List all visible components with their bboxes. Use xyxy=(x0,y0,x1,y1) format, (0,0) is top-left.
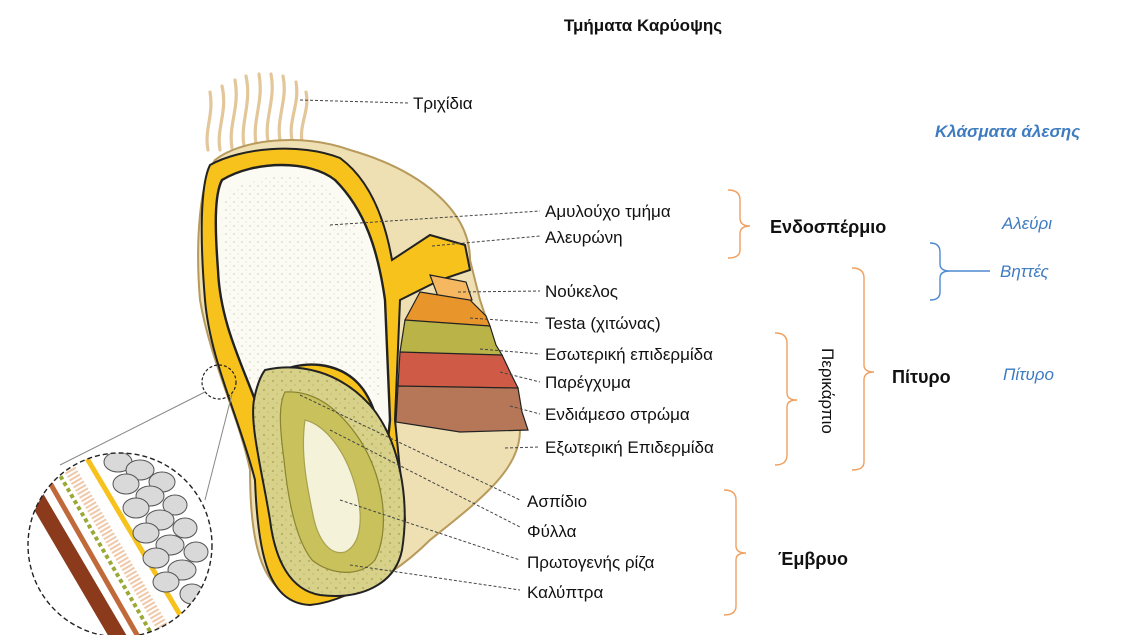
label-aleurone: Αλευρώνη xyxy=(545,228,623,247)
group-endosperm: Ενδοσπέρμιο xyxy=(770,217,886,237)
group-bran: Πίτυρο xyxy=(892,367,951,387)
label-root-cap: Καλύπτρα xyxy=(527,583,603,602)
milling-bran: Πίτυρο xyxy=(1003,365,1054,384)
label-parenchyma: Παρέγχυμα xyxy=(545,373,631,392)
label-outer-epidermis: Εξωτερική Επιδερμίδα xyxy=(545,438,714,457)
label-starchy-endosperm: Αμυλούχο τμήμα xyxy=(545,202,671,221)
hairs-illustration xyxy=(207,74,307,150)
label-leaves: Φύλλα xyxy=(527,522,577,541)
milling-heading: Κλάσματα άλεσης xyxy=(935,122,1080,141)
label-inner-epidermis: Εσωτερική επιδερμίδα xyxy=(545,345,713,364)
label-testa: Testa (χιτώνας) xyxy=(545,314,661,333)
label-trichidia: Τριχίδια xyxy=(413,94,473,113)
label-intermediate-layer: Ενδιάμεσο στρώμα xyxy=(545,405,690,424)
zoom-line-bottom xyxy=(205,394,232,500)
milling-flour: Αλεύρι xyxy=(1001,214,1052,233)
magnified-view-illustration xyxy=(20,450,212,635)
milling-bracket xyxy=(930,243,990,300)
label-primary-root: Πρωτογενής ρίζα xyxy=(527,553,655,572)
group-embryo: Έμβρυο xyxy=(778,549,848,569)
label-nucellus: Νούκελος xyxy=(545,282,618,301)
group-pericarp: Περικάρπιο xyxy=(818,348,837,434)
milling-middlings: Βηττές xyxy=(1000,262,1050,281)
diagram-title: Τμήματα Καρύοψης xyxy=(564,16,722,35)
label-scutellum: Ασπίδιο xyxy=(527,492,587,511)
